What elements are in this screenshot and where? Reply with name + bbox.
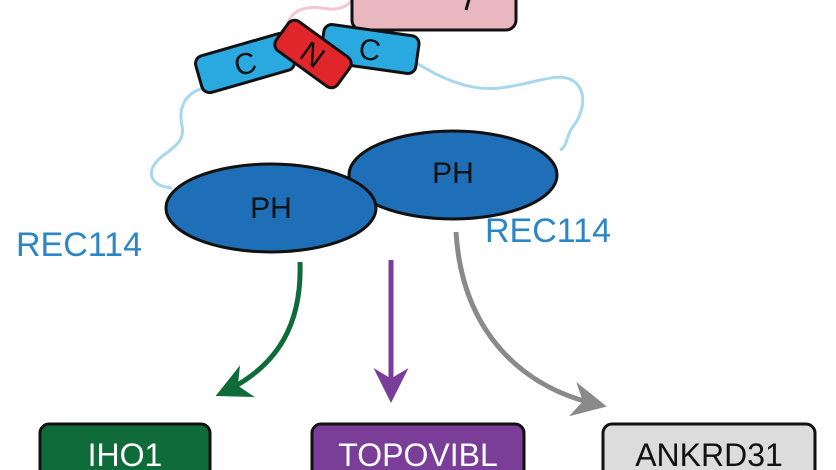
partner-protein-box (350, 0, 518, 32)
ph-label-right: PH (432, 157, 474, 190)
iho1-label: IHO1 (88, 437, 163, 470)
target-iho1: IHO1 (38, 422, 212, 470)
linker-loop (149, 60, 585, 190)
ph-domain-left: PH (164, 162, 378, 254)
arrow-to-iho1 (215, 261, 303, 398)
arrow-to-ankrd31 (453, 231, 607, 417)
ph-label-left: PH (250, 192, 292, 225)
n-domain: N (273, 18, 353, 90)
target-ankrd31: ANKRD31 (601, 422, 817, 470)
partner-box-mark (464, 0, 471, 11)
ph-domain-right: PH (347, 129, 559, 221)
ankrd31-label: ANKRD31 (635, 437, 783, 470)
rec114-label-right: REC114 (485, 212, 611, 250)
topovibl-label: TOPOVIBL (338, 437, 497, 470)
rec114-label-left: REC114 (16, 226, 142, 264)
target-topovibl: TOPOVIBL (310, 422, 526, 470)
c-label-right: C (357, 33, 383, 69)
